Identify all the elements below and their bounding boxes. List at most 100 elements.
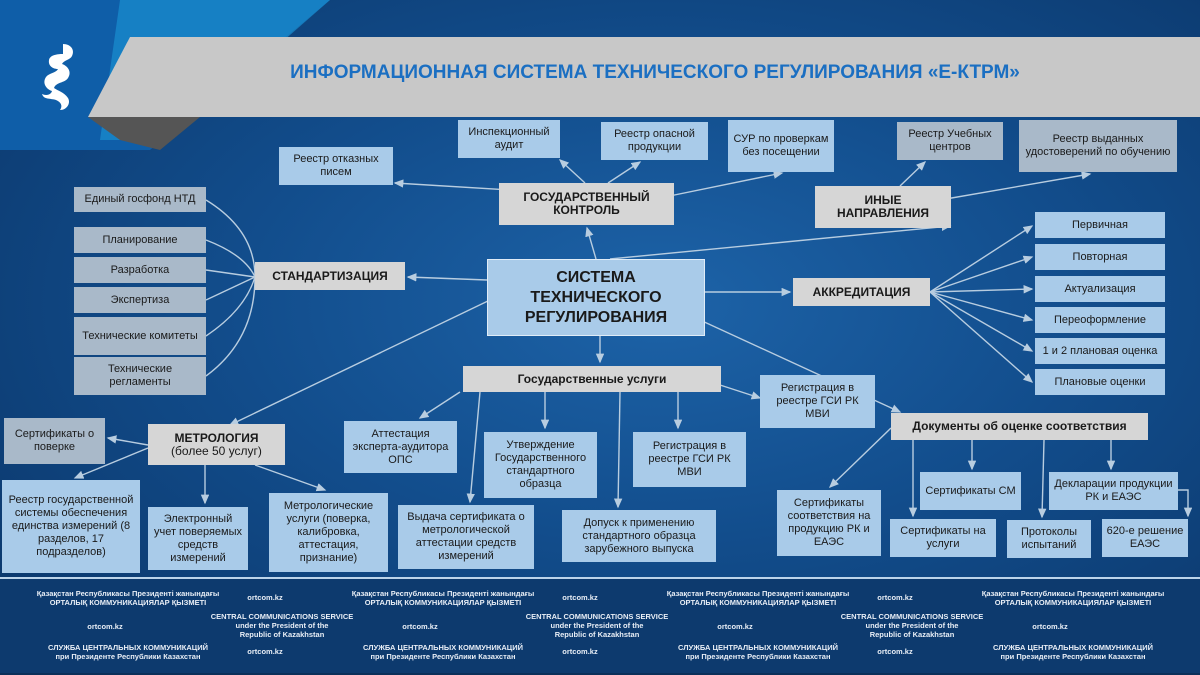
footer-site: ortcom.kz — [877, 647, 912, 656]
accred-item: Первичная — [1035, 212, 1165, 238]
footer-line: Republic of Kazakhstan — [239, 630, 325, 639]
footer-site: ortcom.kz — [247, 647, 282, 656]
metrology-item: Метрологические услуги (поверка, калибро… — [269, 493, 388, 572]
gos-service-item: Регистрация в реестре ГСИ РК МВИ — [760, 375, 875, 428]
footer-line: CENTRAL COMMUNICATIONS SERVICE — [840, 612, 984, 621]
footer-line: ortcom.kz — [562, 647, 598, 656]
gos-control-item: СУР по проверкам без посещении — [728, 120, 834, 172]
standard-item: Планирование — [74, 227, 206, 253]
gos-services-node: Государственные услуги — [463, 366, 721, 392]
footer-line: ortcom.kz — [87, 622, 123, 631]
footer-site: ortcom.kz — [562, 647, 597, 656]
metrology-item: Сертификаты о поверке — [4, 418, 105, 464]
footer-kz: Қазақстан Республикасы Президенті жанынд… — [982, 589, 1164, 607]
footer-line: ortcom.kz — [1032, 622, 1068, 631]
footer-line: при Президенте Республики Казахстан — [1000, 652, 1146, 661]
connector-arrows — [73, 159, 1193, 519]
footer-line: under the President of the — [550, 621, 644, 630]
metrology-item: Реестр государственной системы обеспечен… — [2, 480, 140, 573]
footer-watermark: Қазақстан Республикасы Президенті жанынд… — [0, 577, 1200, 675]
standard-item: Технические комитеты — [74, 317, 206, 355]
footer-line: СЛУЖБА ЦЕНТРАЛЬНЫХ КОММУНИКАЦИЙ — [362, 643, 524, 652]
standard-item: Экспертиза — [74, 287, 206, 313]
gos-service-item: Допуск к применению стандартного образца… — [562, 510, 716, 562]
footer-line: Қазақстан Республикасы Президенті жанынд… — [351, 589, 535, 598]
footer-line: Republic of Kazakhstan — [869, 630, 955, 639]
docs-item: Сертификаты СМ — [920, 472, 1021, 510]
footer-kz: Қазақстан Республикасы Президенті жанынд… — [37, 589, 219, 607]
footer-site: ortcom.kz — [562, 593, 597, 602]
footer-line: Republic of Kazakhstan — [554, 630, 640, 639]
other-item: Реестр Учебных центров — [897, 122, 1003, 160]
docs-item: 620-е решение ЕАЭС — [1102, 519, 1188, 557]
footer-line: СЛУЖБА ЦЕНТРАЛЬНЫХ КОММУНИКАЦИЙ — [47, 643, 209, 652]
accreditation-node: АККРЕДИТАЦИЯ — [793, 278, 930, 306]
footer-line: Қазақстан Республикасы Президенті жанынд… — [981, 589, 1165, 598]
docs-item: Сертификаты соответствия на продукцию РК… — [777, 490, 881, 556]
footer-line: ortcom.kz — [717, 622, 753, 631]
gos-control-item: Реестр опасной продукции — [601, 122, 708, 160]
footer-line: СЛУЖБА ЦЕНТРАЛЬНЫХ КОММУНИКАЦИЙ — [992, 643, 1154, 652]
footer-site: ortcom.kz — [402, 622, 437, 631]
center-node: СИСТЕМА ТЕХНИЧЕСКОГО РЕГУЛИРОВАНИЯ — [487, 259, 705, 336]
footer-line: ОРТАЛЫҚ КОММУНИКАЦИЯЛАР ҚЫЗМЕТІ — [364, 598, 522, 607]
background-shapes — [0, 0, 1200, 150]
page-title: ИНФОРМАЦИОННАЯ СИСТЕМА ТЕХНИЧЕСКОГО РЕГУ… — [290, 62, 1020, 83]
standardization-node: СТАНДАРТИЗАЦИЯ — [255, 262, 405, 290]
metrology-node: МЕТРОЛОГИЯ(более 50 услуг) — [148, 424, 285, 465]
footer-line: СЛУЖБА ЦЕНТРАЛЬНЫХ КОММУНИКАЦИЙ — [677, 643, 839, 652]
footer-line: при Президенте Республики Казахстан — [370, 652, 516, 661]
footer-kz: Қазақстан Республикасы Президенті жанынд… — [667, 589, 849, 607]
footer-line: Қазақстан Республикасы Президенті жанынд… — [36, 589, 220, 598]
gos-service-item: Утверждение Государственного стандартног… — [484, 432, 597, 498]
logo-snow-leopard — [42, 44, 73, 110]
footer-line: ОРТАЛЫҚ КОММУНИКАЦИЯЛАР ҚЫЗМЕТІ — [679, 598, 837, 607]
other-item: Реестр выданных удостоверений по обучени… — [1019, 120, 1177, 172]
footer-line: при Президенте Республики Казахстан — [685, 652, 831, 661]
docs-item: Протоколы испытаний — [1007, 520, 1091, 558]
gos-service-item: Аттестация эксперта-аудитора ОПС — [344, 421, 457, 473]
footer-line: under the President of the — [865, 621, 959, 630]
footer-line: ОРТАЛЫҚ КОММУНИКАЦИЯЛАР ҚЫЗМЕТІ — [49, 598, 207, 607]
docs-item: Сертификаты на услуги — [890, 519, 996, 557]
standard-item: Единый госфонд НТД — [74, 187, 206, 212]
gos-control-item: Реестр отказных писем — [279, 147, 393, 185]
footer-site: ortcom.kz — [247, 593, 282, 602]
gos-control-node: ГОСУДАРСТВЕННЫЙ КОНТРОЛЬ — [499, 183, 674, 225]
docs-item: Декларации продукции РК и ЕАЭС — [1049, 472, 1178, 510]
footer-line: ortcom.kz — [247, 647, 283, 656]
accred-item: Повторная — [1035, 244, 1165, 270]
footer-line: ortcom.kz — [877, 647, 913, 656]
footer-line: CENTRAL COMMUNICATIONS SERVICE — [525, 612, 669, 621]
gos-service-item: Выдача сертификата о метрологической атт… — [398, 505, 534, 569]
docs-node: Документы об оценке соответствия — [891, 413, 1148, 440]
metrology-label: МЕТРОЛОГИЯ — [174, 430, 259, 445]
footer-kz: Қазақстан Республикасы Президенті жанынд… — [352, 589, 534, 607]
accred-item: Плановые оценки — [1035, 369, 1165, 395]
footer-line: under the President of the — [235, 621, 329, 630]
footer-line: ortcom.kz — [402, 622, 438, 631]
accred-item: 1 и 2 плановая оценка — [1035, 338, 1165, 364]
metrology-item: Электронный учет поверяемых средств изме… — [148, 507, 248, 570]
gos-control-item: Инспекционный аудит — [458, 120, 560, 158]
footer-site: ortcom.kz — [1032, 622, 1067, 631]
footer-line: CENTRAL COMMUNICATIONS SERVICE — [210, 612, 354, 621]
footer-line: ortcom.kz — [562, 593, 598, 602]
gos-service-item: Регистрация в реестре ГСИ РК МВИ — [633, 432, 746, 487]
other-node: ИНЫЕ НАПРАВЛЕНИЯ — [815, 186, 951, 228]
footer-line: ortcom.kz — [877, 593, 913, 602]
standard-item: Технические регламенты — [74, 357, 206, 395]
accred-item: Переоформление — [1035, 307, 1165, 333]
footer-line: ОРТАЛЫҚ КОММУНИКАЦИЯЛАР ҚЫЗМЕТІ — [994, 598, 1152, 607]
accred-item: Актуализация — [1035, 276, 1165, 302]
footer-line: Қазақстан Республикасы Президенті жанынд… — [666, 589, 850, 598]
footer-site: ortcom.kz — [877, 593, 912, 602]
standard-item: Разработка — [74, 257, 206, 283]
